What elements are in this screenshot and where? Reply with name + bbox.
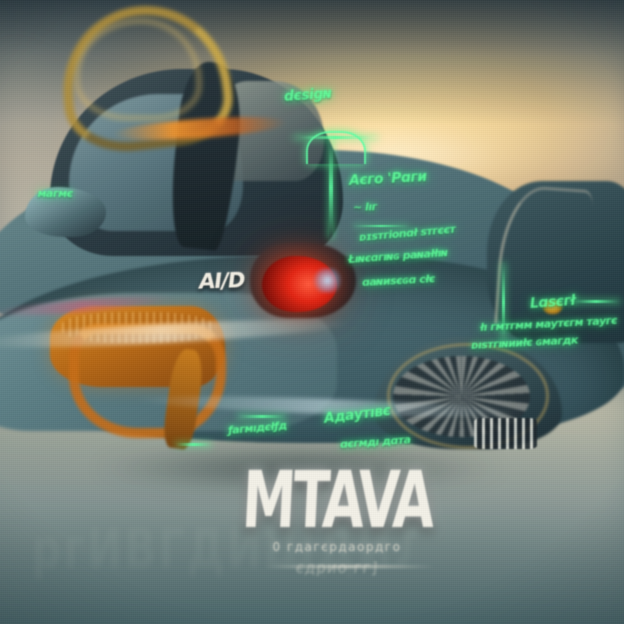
annotation-label: магмє [37, 187, 73, 201]
taillight-specular-spark [312, 268, 344, 294]
annotation-label: Lɑѕєгł [529, 292, 576, 312]
rear-quarter-badge: AI/D [197, 268, 246, 294]
annotation-label: dєѕigɴ [283, 85, 332, 105]
leader-line [237, 414, 288, 419]
wordmark-sub-text-two: єдрио гг] [294, 558, 380, 577]
wordmark-main-text: MTAVA [240, 454, 434, 547]
wordmark-underline-rule [264, 564, 435, 568]
leader-line [174, 443, 213, 446]
leader-line [570, 299, 621, 303]
callout-bracket [305, 131, 366, 165]
wordmark-sub-text: 0 гдагєрдаордго [272, 539, 402, 554]
wordmark-block: MTAVA 0 гдагєрдаордго єдрио гг] [240, 455, 434, 577]
annotation-label: ~ lıг [352, 200, 377, 214]
